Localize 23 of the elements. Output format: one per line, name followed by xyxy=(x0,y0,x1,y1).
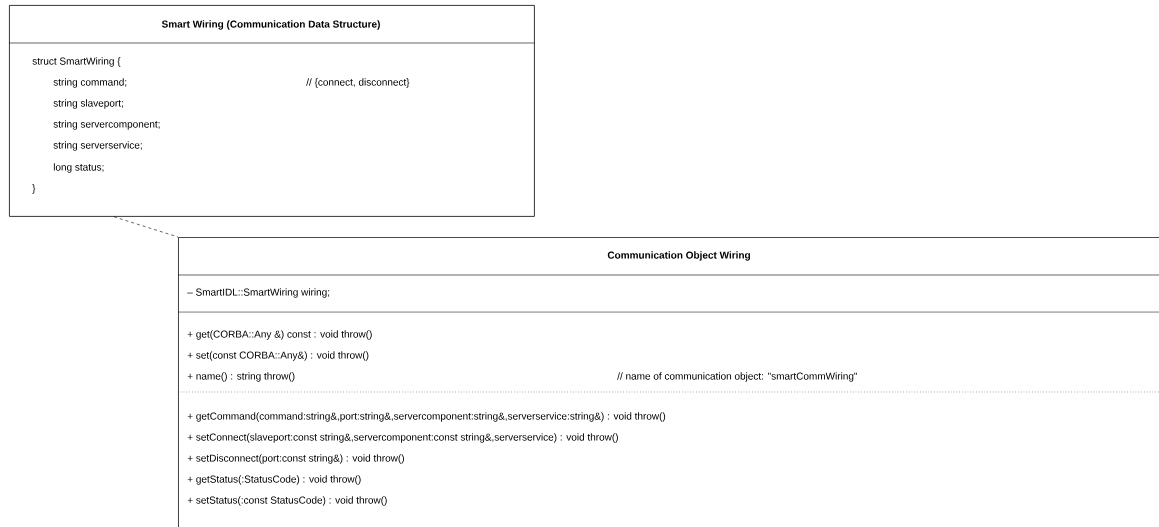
code-line: struct SmartWiring { xyxy=(32,57,121,67)
code-line: long status; xyxy=(53,163,104,173)
box-title: Communication Object Wiring xyxy=(607,251,750,261)
code-line: + getStatus(:StatusCode) : void throw() xyxy=(187,475,361,485)
class-box xyxy=(177,237,1159,527)
code-line: – SmartIDL::SmartWiring wiring; xyxy=(187,288,330,298)
code-line: + get(CORBA::Any &) const : void throw() xyxy=(187,330,372,340)
code-line: string command; xyxy=(53,78,127,88)
class-box xyxy=(8,5,535,217)
code-line: + setConnect(slaveport:const string&,servercomponent:const string&,serverservice) : void throw() xyxy=(187,433,618,443)
code-line: string serverservice; xyxy=(53,141,142,151)
code-line: + setDisconnect(port:const string&) : void throw() xyxy=(187,454,404,464)
code-line: + setStatus(:const StatusCode) : void throw() xyxy=(187,496,387,506)
code-line: + name() : string throw() xyxy=(187,372,295,382)
code-line: + set(const CORBA::Any&) : void throw() xyxy=(187,351,369,361)
code-line: + getCommand(command:string&,port:string&,servercomponent:string&,serverservice:string&) : void throw() xyxy=(187,412,666,422)
code-line: } xyxy=(32,184,36,194)
code-comment: // name of communication object: "smartCommWiring" xyxy=(617,372,858,382)
box-title: Smart Wiring (Communication Data Structure) xyxy=(161,20,380,30)
code-comment: // {connect, disconnect} xyxy=(306,78,410,88)
dashed-connector xyxy=(113,216,179,238)
code-line: string servercomponent; xyxy=(53,120,160,130)
code-line: string slaveport; xyxy=(53,99,123,109)
